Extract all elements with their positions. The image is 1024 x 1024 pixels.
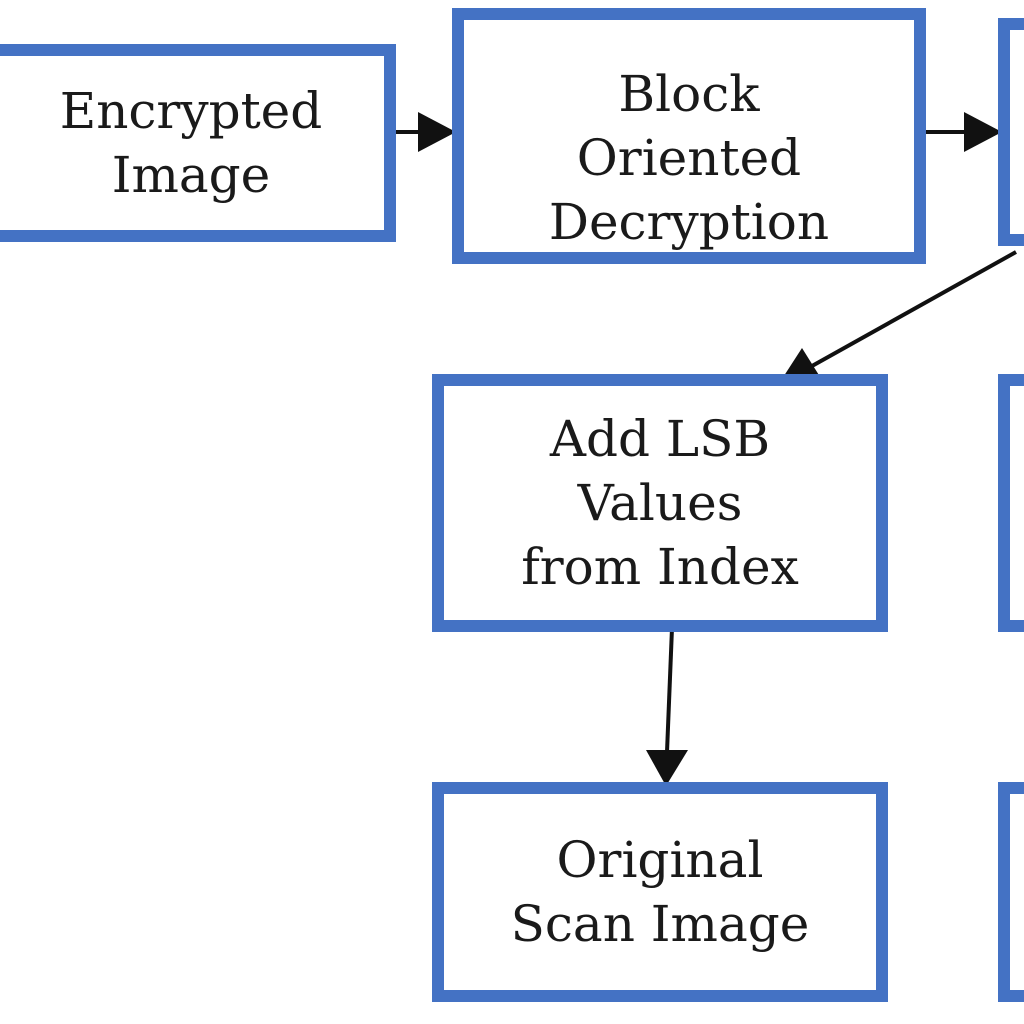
arrowhead-decryption-to-next — [964, 112, 1002, 152]
node-encrypted-image-label: Encrypted Image — [59, 82, 323, 204]
partial-box-middle-right — [998, 374, 1024, 632]
node-encrypted-image: Encrypted Image — [0, 44, 396, 242]
node-add-lsb-values-label: Add LSB Values from Index — [521, 410, 799, 596]
partial-box-top-right — [998, 18, 1024, 246]
arrowhead-encrypted-to-decryption — [418, 112, 456, 152]
node-original-scan-image: Original Scan Image — [432, 782, 888, 1002]
arrowhead-next-to-add-lsb — [780, 348, 822, 382]
node-block-decryption-label: Block Oriented Decryption — [548, 65, 830, 251]
partial-box-bottom-right — [998, 782, 1024, 1002]
arrow-next-to-add-lsb — [811, 250, 1017, 368]
arrow-add-lsb-to-original — [665, 627, 674, 753]
node-block-decryption: Block Oriented Decryption — [452, 8, 926, 264]
node-add-lsb-values: Add LSB Values from Index — [432, 374, 888, 632]
node-original-scan-image-label: Original Scan Image — [510, 831, 810, 953]
arrowhead-add-lsb-to-original — [646, 750, 688, 786]
